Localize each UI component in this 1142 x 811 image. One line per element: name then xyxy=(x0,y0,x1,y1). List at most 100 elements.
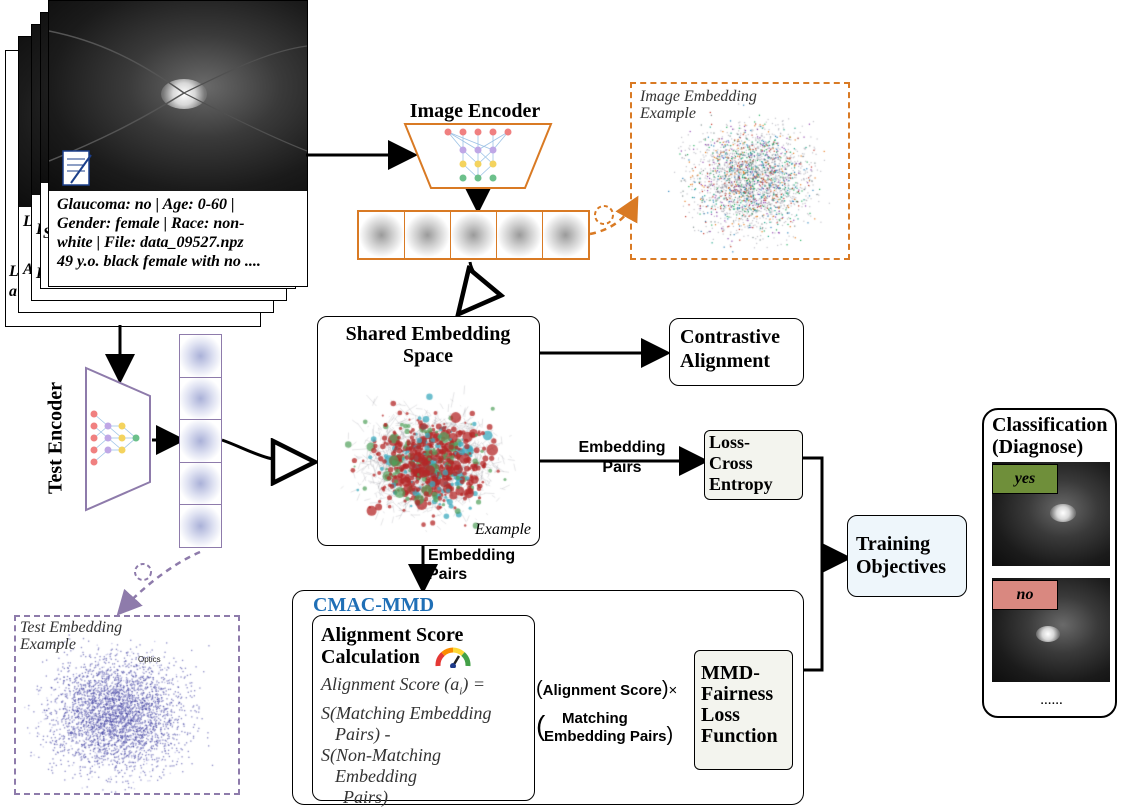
test-encoder-label: Test Encoder xyxy=(44,381,67,495)
formula-line: Embedding xyxy=(335,765,417,786)
label-yes: yes xyxy=(992,464,1058,494)
stack-fragment: L xyxy=(9,263,19,280)
box-line: Training xyxy=(856,533,931,555)
record-line: Glaucoma: no | Age: 0-60 | xyxy=(57,196,235,213)
title-line: Calculation xyxy=(321,646,420,668)
record-stack: a L L A L I S xyxy=(0,0,310,330)
stack-fragment: a xyxy=(9,283,17,300)
alignment-score-text: Alignment Score xyxy=(542,682,662,699)
shared-embedding-space: Shared Embedding Space Example xyxy=(317,316,540,546)
test-embedding-strip xyxy=(179,334,222,548)
arrow-test-strip-to-example xyxy=(116,550,201,616)
title-line: Space xyxy=(403,345,453,367)
box-line: Entropy xyxy=(709,474,773,494)
shared-space-title: Shared Embedding Space xyxy=(318,323,538,367)
document-icon xyxy=(61,149,95,189)
matching-pairs-arrow-label: ( Matching Embedding Pairs) xyxy=(536,710,674,746)
label-line: Image Embedding xyxy=(640,88,757,105)
label-line: Embedding xyxy=(578,439,666,456)
test-encoder-title: Test Encoder xyxy=(45,353,68,523)
embedding-thumb xyxy=(180,335,221,378)
box-line: MMD- xyxy=(701,662,760,684)
record-text: Glaucoma: no | Age: 0-60 | Gender: femal… xyxy=(57,195,307,271)
image-embedding-example: Image Embedding Example xyxy=(630,82,850,260)
multiply-symbol: × xyxy=(668,682,678,699)
formula-subscript: i xyxy=(459,685,463,698)
mmd-fairness-loss-box: MMD- Fairness Loss Function xyxy=(694,650,793,770)
image-encoder-network xyxy=(403,123,553,189)
embedding-pairs-label-down: Embedding Pairs xyxy=(428,546,515,584)
box-line: Alignment xyxy=(680,350,770,372)
calc-title: Alignment Score Calculation xyxy=(321,624,463,668)
alignment-formula: Alignment Score (ai) = S(Matching Embedd… xyxy=(321,674,491,808)
image-embedding-example-label: Image Embedding Example xyxy=(640,88,757,122)
shared-embedding-scatter xyxy=(319,369,539,539)
contrastive-alignment-box: Contrastive Alignment xyxy=(669,318,804,386)
record-line: white | File: data_09527.npz xyxy=(57,234,244,251)
test-encoder-network xyxy=(85,366,151,512)
training-objectives-box: Training Objectives xyxy=(847,515,967,597)
stack-fragment: A xyxy=(23,261,34,278)
title-line: Shared Embedding xyxy=(345,323,511,345)
stack-fragment: S xyxy=(43,225,52,243)
box-line: Objectives xyxy=(856,556,946,578)
record-card-front: Glaucoma: no | Age: 0-60 | Gender: femal… xyxy=(48,0,308,287)
stack-fragment: I xyxy=(36,265,42,283)
alignment-score-calculation: Alignment Score Calculation Alignment Sc… xyxy=(312,615,535,807)
more-indicator: ...... xyxy=(1040,692,1063,708)
box-line: Loss- xyxy=(709,432,751,452)
embedding-pairs-label-right: Embedding Pairs xyxy=(572,438,672,478)
classification-panel: Classification (Diagnose) yes no ...... xyxy=(982,408,1117,718)
label-line: Matching xyxy=(562,710,628,727)
connector-loss-to-join xyxy=(803,456,824,558)
image-embedding-strip xyxy=(357,210,590,260)
label-line: Embedding xyxy=(428,547,516,564)
label-line: Embedding Pairs) xyxy=(544,724,674,746)
classification-title: Classification (Diagnose) xyxy=(992,414,1108,458)
formula-line: Pairs) - xyxy=(335,723,391,744)
box-line: Contrastive xyxy=(680,326,780,348)
alignment-score-arrow-label: (Alignment Score)× xyxy=(536,678,678,700)
formula-text: Alignment Score (a xyxy=(321,674,460,694)
stack-fragment: L xyxy=(23,213,33,230)
test-embedding-example-label: Test Embedding Example xyxy=(20,619,122,653)
title-line: (Diagnose) xyxy=(992,436,1084,458)
embedding-thumb xyxy=(180,377,221,421)
formula-line: S(Matching Embedding xyxy=(321,702,492,723)
label-line: Test Embedding xyxy=(20,619,123,636)
formula-line: Pairs) xyxy=(343,786,388,807)
optic-disc xyxy=(1050,504,1076,522)
fundus-image xyxy=(49,1,307,191)
orange-loop xyxy=(594,205,614,225)
image-embedding-scatter xyxy=(632,84,848,258)
box-line: Function xyxy=(701,725,778,747)
title-line: Alignment Score xyxy=(321,624,464,646)
cluster-label: Optics xyxy=(138,655,161,664)
embedding-thumb xyxy=(180,505,221,547)
shared-space-example-label: Example xyxy=(475,521,531,538)
optic-disc xyxy=(161,79,207,109)
label-line: Example xyxy=(640,105,696,122)
formula-line: S(Non-Matching xyxy=(321,744,441,765)
formula-text: ) = xyxy=(462,674,485,694)
label-line: Pairs xyxy=(602,459,642,476)
embedding-thumb xyxy=(451,212,497,258)
box-line: Loss xyxy=(701,704,740,726)
label-line: Example xyxy=(20,636,76,653)
loss-cross-entropy-box: Loss- Cross Entropy xyxy=(704,430,803,500)
test-embedding-example: Test Embedding Example Optics xyxy=(14,615,240,795)
title-line: Classification xyxy=(992,414,1108,436)
image-encoder-title: Image Encoder xyxy=(409,100,541,122)
embedding-thumb xyxy=(497,212,543,258)
formula-line: Alignment Score (ai) = xyxy=(321,674,491,703)
label-text: Embedding Pairs xyxy=(544,728,667,745)
embedding-thumb xyxy=(180,420,221,463)
arrow-test-strip-to-shared xyxy=(221,440,312,462)
embedding-thumb xyxy=(405,212,451,258)
record-line: Gender: female | Race: non- xyxy=(57,215,245,232)
box-line: Fairness xyxy=(701,683,774,705)
cmac-title: CMAC-MMD xyxy=(313,594,435,616)
test-embedding-scatter xyxy=(16,617,238,793)
embedding-thumb xyxy=(543,212,588,258)
box-line: Cross xyxy=(709,453,753,473)
